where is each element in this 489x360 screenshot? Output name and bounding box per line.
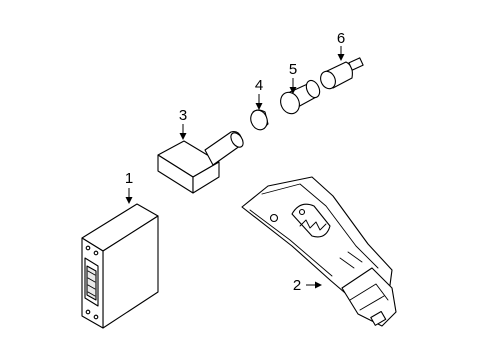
- valve-core: [280, 79, 321, 115]
- control-module: [81, 203, 159, 329]
- callout-6: 6: [337, 30, 345, 47]
- valve-stem: [320, 57, 364, 90]
- sensor-bracket: [241, 176, 397, 327]
- callout-1: 1: [125, 170, 133, 187]
- callout-3: 3: [179, 107, 187, 124]
- callout-2: 2: [293, 277, 301, 294]
- callout-leaders: [125, 46, 345, 289]
- callout-5: 5: [289, 61, 297, 78]
- valve-cap: [250, 109, 269, 131]
- callout-4: 4: [255, 77, 263, 94]
- tire-pressure-sensor: [157, 131, 244, 194]
- callout-labels: 1 2 3 4 5 6: [125, 30, 345, 294]
